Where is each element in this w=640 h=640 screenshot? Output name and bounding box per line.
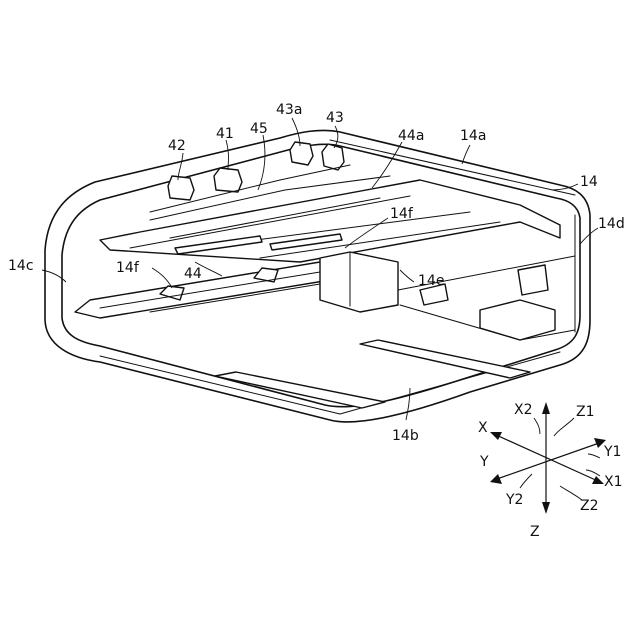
axis-label-x2: X2 xyxy=(514,402,533,418)
axis-label-y: Y xyxy=(479,454,489,470)
inner-right-block xyxy=(320,252,575,340)
label-14e: 14e xyxy=(418,273,444,289)
label-44a: 44a xyxy=(398,128,424,144)
label-44: 44 xyxy=(184,266,202,282)
label-14b: 14b xyxy=(392,428,419,444)
label-43a: 43a xyxy=(276,102,302,118)
label-41: 41 xyxy=(216,126,234,142)
label-45: 45 xyxy=(250,121,268,137)
axis-label-z1: Z1 xyxy=(576,404,595,420)
label-14: 14 xyxy=(580,174,598,190)
axis-label-x: X xyxy=(478,420,488,436)
label-14a: 14a xyxy=(460,128,486,144)
axis-label-y2: Y2 xyxy=(505,492,523,508)
axis-label-z2: Z2 xyxy=(580,498,599,514)
axis-label-y1: Y1 xyxy=(603,444,621,460)
label-14f-top: 14f xyxy=(390,206,414,222)
label-14f-left: 14f xyxy=(116,260,140,276)
label-14d: 14d xyxy=(598,216,625,232)
label-42: 42 xyxy=(168,138,186,154)
axis-label-z: Z xyxy=(530,524,540,540)
label-43: 43 xyxy=(326,110,344,126)
axis-labels: X X2 Z1 Y1 X1 Y Y2 Z2 Z xyxy=(478,402,623,540)
label-14c: 14c xyxy=(8,258,34,274)
axis-label-x1: X1 xyxy=(604,474,623,490)
bottom-contact-row xyxy=(75,262,340,318)
